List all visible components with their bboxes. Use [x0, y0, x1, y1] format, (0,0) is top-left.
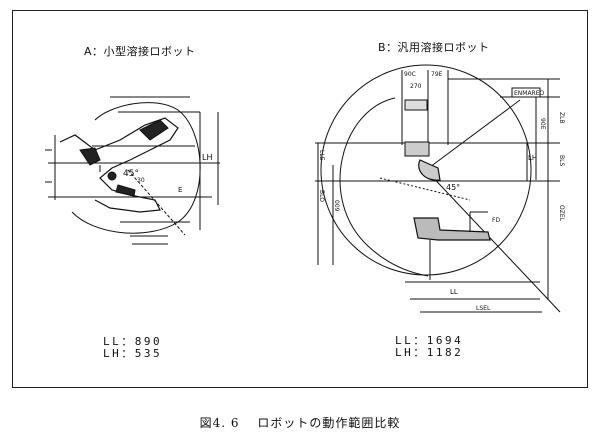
panel-b-ll-label: LL [450, 288, 458, 296]
panel-b-drawing [315, 64, 561, 313]
panel-a-drawing [45, 96, 220, 245]
panel-b-bottom-dim: LSEL [476, 305, 491, 312]
panel-b-top-dim-3: 270 [410, 83, 422, 90]
panel-a-robot-arm [59, 117, 179, 213]
panel-b-range-circle [320, 64, 532, 276]
figure-frame [12, 10, 588, 388]
panel-b-lh-label: LH [528, 154, 537, 162]
panel-a-lh-label: LH [202, 153, 212, 162]
panel-b-title: B：汎用溶接ロボット [378, 41, 490, 54]
panel-a-ll-value: LL：890 [103, 335, 163, 348]
panel-b-robot-wrist [418, 159, 441, 181]
panel-b-top-dim-1: 90C [404, 71, 416, 78]
panel-b-robot-arm [413, 217, 491, 241]
panel-b-left-dim-3: 009 [333, 200, 340, 212]
panel-b-lh-value: LH：1182 [395, 346, 464, 359]
panel-b-top-dim-2: 79E [431, 71, 443, 78]
panel-b-right-dim-1: ZLB [558, 112, 565, 124]
panel-b-right-dim-3: BLS [558, 155, 565, 166]
panel-a-angle-label: 45° [123, 169, 139, 179]
figure-caption: 図4. 6 ロボットの動作範囲比較 [199, 416, 401, 430]
panel-a-title: A：小型溶接ロボット [84, 45, 196, 58]
panel-a-lh-value: LH：535 [103, 347, 163, 360]
panel-b-left-dim-2: BLO [318, 190, 325, 202]
panel-b-tool-label: FD [492, 217, 500, 224]
panel-a-range-arc [71, 102, 201, 234]
panel-b-right-dim-4: OZEL [558, 205, 565, 222]
panel-b-outer-arc [339, 97, 429, 277]
panel-b-tag: ENMAREO [514, 90, 545, 97]
panel-b-right-dim-2: 90E [539, 118, 546, 130]
panel-b-angle-label: 45° [446, 183, 460, 192]
panel-b-left-dim-1: LLE [318, 150, 325, 161]
panel-a-dim-label-1: 30 [137, 177, 145, 184]
panel-a-dim-label-2: E [178, 186, 182, 194]
panel-b-ll-value: LL：1694 [395, 334, 464, 347]
